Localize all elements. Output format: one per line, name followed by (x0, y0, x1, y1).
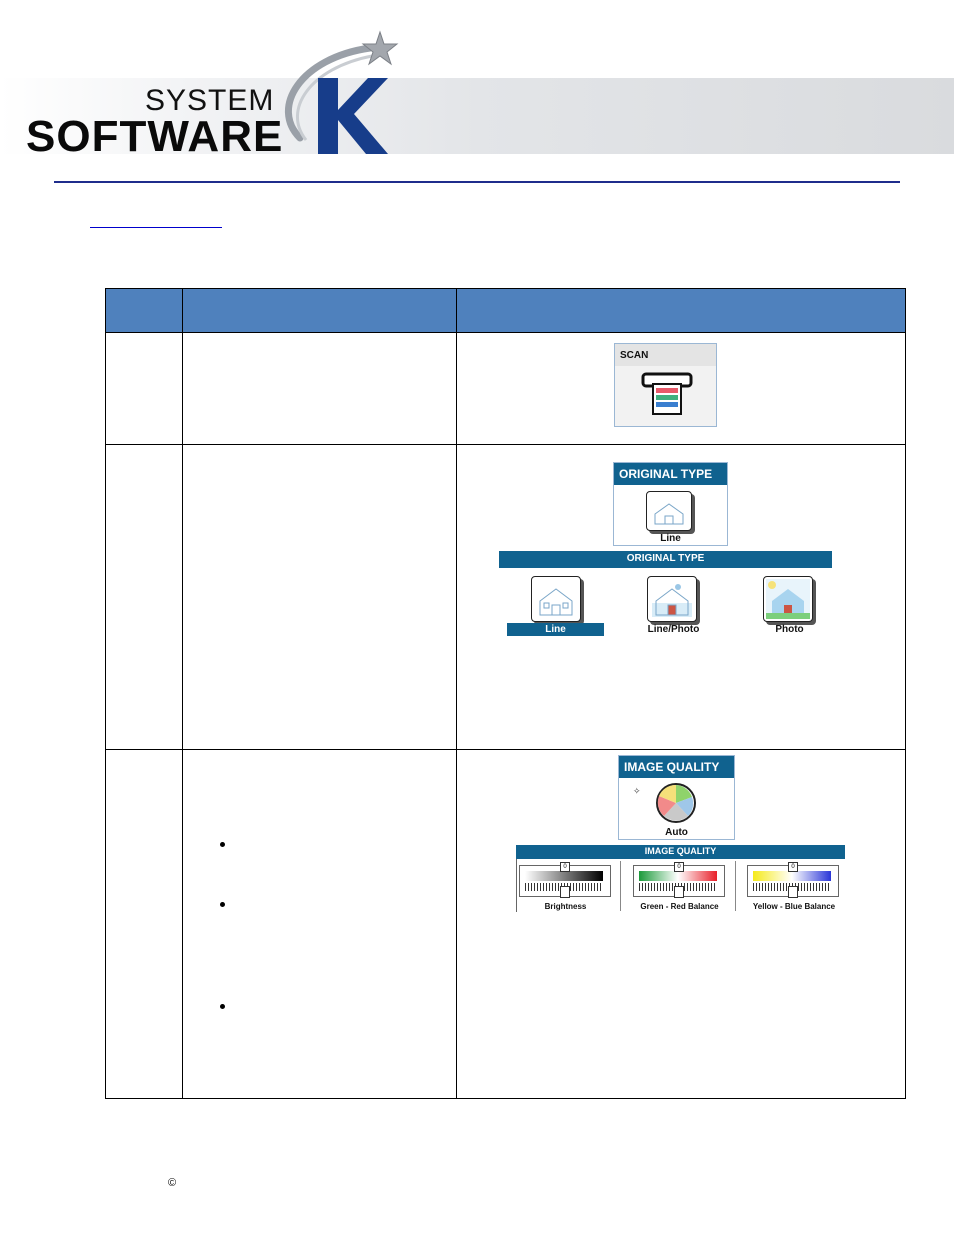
selected-option-highlight (507, 623, 604, 636)
header-rule (54, 181, 900, 183)
list-bullet (220, 1004, 225, 1009)
original-type-option-photo[interactable]: Photo (741, 574, 838, 636)
slider-label: Green - Red Balance (640, 902, 719, 911)
line-document-icon (646, 491, 692, 531)
photo-icon (763, 576, 813, 622)
slider-divider (620, 861, 621, 911)
image-quality-header (619, 756, 734, 778)
green-red-gradient (639, 871, 717, 881)
slider-handle[interactable] (674, 886, 684, 898)
row-divider (106, 749, 905, 750)
original-type-options-header (499, 551, 832, 568)
list-bullet (220, 902, 225, 907)
logo-k-glyph (318, 78, 388, 154)
sparkle-icon: ✧ (633, 786, 641, 796)
footer-copyright: © (168, 1177, 177, 1189)
line-icon (531, 576, 581, 622)
brightness-slider[interactable]: 0 Brightness (519, 862, 612, 913)
green-red-balance-slider[interactable]: 0 Green - Red Balance (633, 862, 726, 913)
header-banner (0, 78, 954, 154)
settings-table (105, 288, 906, 1099)
slider-knob[interactable]: 0 (788, 862, 798, 872)
original-type-options-title: ORIGINAL TYPE (626, 553, 705, 564)
slider-handle[interactable] (788, 886, 798, 898)
brightness-gradient (525, 871, 603, 881)
slider-knob[interactable]: 0 (674, 862, 684, 872)
table-header-row (106, 289, 905, 332)
original-type-header (614, 463, 727, 485)
scan-panel[interactable]: SCAN (614, 343, 717, 427)
option-label: Line/Photo (647, 624, 700, 635)
logo-system-text: SYSTEM (145, 84, 275, 117)
column-divider (456, 289, 457, 1098)
yellow-blue-gradient (753, 871, 831, 881)
original-type-option-line-photo[interactable]: Line/Photo (625, 574, 722, 636)
scan-panel-title: SCAN (620, 350, 649, 361)
option-label: Line (545, 624, 566, 635)
slider-divider (735, 861, 736, 911)
list-bullet (220, 842, 225, 847)
row-divider (106, 332, 905, 333)
image-quality-button[interactable]: IMAGE QUALITY ✧ Auto (618, 755, 735, 840)
logo-swoosh-star (285, 30, 399, 142)
row-divider (106, 444, 905, 445)
original-type-button[interactable]: ORIGINAL TYPE Line (613, 462, 728, 546)
image-quality-selected-label: Auto (665, 827, 688, 838)
scan-panel-header (615, 344, 716, 366)
options-left-border (516, 859, 517, 912)
scanner-icon (641, 372, 693, 415)
color-wheel-icon (656, 783, 696, 823)
option-label: Photo (775, 624, 804, 635)
slider-label: Brightness (544, 902, 587, 911)
image-quality-options-header (516, 845, 845, 859)
original-type-title: ORIGINAL TYPE (619, 467, 713, 481)
image-quality-title: IMAGE QUALITY (624, 760, 720, 774)
line-photo-icon (647, 576, 697, 622)
slider-label: Yellow - Blue Balance (752, 902, 836, 911)
yellow-blue-balance-slider[interactable]: 0 Yellow - Blue Balance (747, 862, 840, 913)
original-type-option-line[interactable]: Line (507, 574, 604, 636)
logo-software-text: SOFTWARE (26, 112, 284, 161)
slider-handle[interactable] (560, 886, 570, 898)
column-divider (182, 289, 183, 1098)
slider-knob[interactable]: 0 (560, 862, 570, 872)
original-type-selected-label: Line (660, 533, 681, 544)
link-underline[interactable] (90, 227, 222, 228)
image-quality-options-title: IMAGE QUALITY (644, 846, 717, 856)
